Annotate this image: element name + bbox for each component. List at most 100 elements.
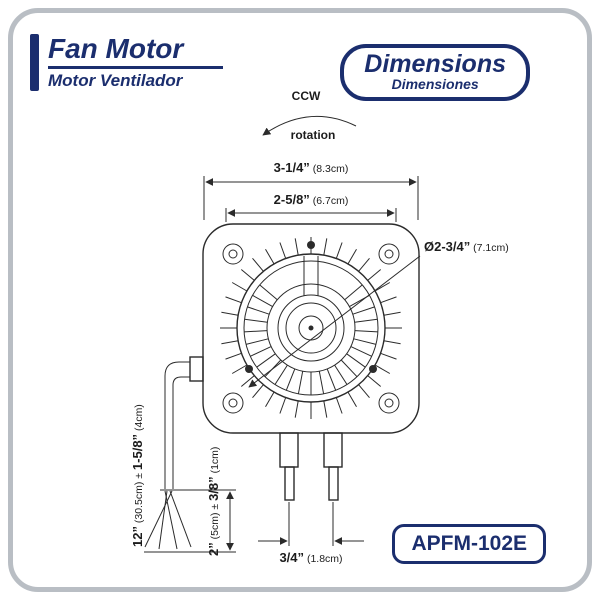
mounting-hole-inner <box>228 398 238 408</box>
lamination-line <box>252 294 273 308</box>
stud-body <box>279 432 299 468</box>
cooling-fin <box>347 391 357 408</box>
stud-body <box>323 432 343 468</box>
lamination-line <box>353 338 377 345</box>
mounting-hole <box>222 392 244 414</box>
cooling-fin <box>358 384 370 399</box>
cooling-fin <box>279 397 287 414</box>
terminal-studs <box>279 432 343 501</box>
dim-value: 3-1/4” <box>274 160 310 175</box>
stud-pin <box>284 466 295 501</box>
wire-lead <box>158 490 168 550</box>
cooling-fin <box>252 257 264 272</box>
cooling-fin <box>231 282 248 292</box>
dim-value: 3/4” <box>279 550 304 565</box>
dim-metric: (5cm) ± <box>209 501 221 542</box>
cooling-fin <box>294 400 299 418</box>
lamination-line <box>244 318 268 323</box>
rotation-arrow-arc <box>262 115 357 136</box>
cooling-fin <box>383 311 401 316</box>
header-divider <box>48 66 223 70</box>
rotation-annotation: CCW rotation <box>262 89 357 142</box>
cooling-fin <box>240 375 255 387</box>
dimensions-badge: Dimensions Dimensiones <box>340 44 530 102</box>
cooling-fin <box>383 340 401 345</box>
stator-inner-circle <box>266 283 356 373</box>
dim-value: 12” <box>130 526 145 547</box>
rotation-word-label: rotation <box>291 128 336 142</box>
dim-metric: (7.1cm) <box>470 242 509 254</box>
header-text: Fan Motor Motor Ventilador <box>48 34 223 91</box>
lamination-line <box>344 284 363 301</box>
cooling-fin <box>380 352 397 360</box>
cooling-fin <box>374 364 391 374</box>
lamination-line <box>274 364 288 385</box>
cooling-fin <box>225 296 242 304</box>
cable-outline <box>172 376 190 489</box>
lamination-line <box>247 306 270 315</box>
hub-circle <box>285 302 337 354</box>
dim-value: 3/8” <box>206 476 221 501</box>
mounting-hole <box>378 243 400 265</box>
dim-strip-length: 2” (5cm) ± 3/8” (1cm) <box>206 447 221 556</box>
lamination-line <box>340 359 358 378</box>
lamination-line <box>297 371 304 394</box>
cooling-fin <box>374 282 391 292</box>
wire-lead <box>164 490 178 550</box>
mounting-hole-inner <box>384 249 394 259</box>
header-accent-bar <box>30 34 39 92</box>
lamination-line <box>354 330 378 333</box>
lamination-line <box>318 371 325 394</box>
cooling-fin <box>225 352 242 360</box>
dim-metric: (6.7cm) <box>310 195 349 207</box>
cooling-fin <box>221 311 239 316</box>
cooling-fin <box>323 400 328 418</box>
mounting-hole <box>222 243 244 265</box>
diameter-leader-line <box>248 255 421 388</box>
cooling-fin <box>294 238 299 256</box>
cooling-fin <box>323 238 328 256</box>
lamination-line <box>285 368 296 391</box>
mounting-hole <box>378 392 400 414</box>
cooling-fin <box>367 375 382 387</box>
dim-overall-width: 3-1/4” (8.3cm) <box>274 160 349 175</box>
header: Fan Motor Motor Ventilador <box>30 34 223 92</box>
lamination-line <box>245 338 269 345</box>
mounting-plate <box>202 223 420 434</box>
dim-metric: (1cm) <box>209 447 221 477</box>
dim-metric: (1.8cm) <box>304 553 343 565</box>
power-cable <box>144 356 204 550</box>
dim-metric: (8.3cm) <box>310 163 349 175</box>
cooling-fin <box>240 269 255 281</box>
cooling-fin <box>265 391 275 408</box>
cable-outline <box>164 361 190 489</box>
cooling-fin <box>252 384 264 399</box>
fin-ring <box>220 237 402 419</box>
corner-mounting-holes <box>222 243 400 414</box>
lamination-fan <box>244 284 378 395</box>
lamination-line <box>256 353 276 368</box>
lamination-line <box>250 346 272 357</box>
cooling-fin <box>347 248 357 265</box>
hub-circle <box>277 294 345 362</box>
dim-value: 2” <box>206 542 221 556</box>
cooling-fin <box>279 242 287 259</box>
hub <box>277 294 345 362</box>
wire-lead <box>144 490 173 548</box>
lamination-line <box>334 364 348 385</box>
cooling-fin <box>335 242 343 259</box>
dim-inner-width: 2-5/8” (6.7cm) <box>274 192 349 207</box>
dim-stud-spacing: 3/4” (1.8cm) <box>279 550 342 565</box>
motor-front-view <box>144 223 420 550</box>
lamination-line <box>326 368 337 391</box>
dim-metric: (30.5cm) ± <box>133 470 145 526</box>
cable-grommet <box>189 356 204 382</box>
cooling-fin <box>358 257 370 272</box>
dim-wire-length: 12” (30.5cm) ± 1-5/8” (4cm) <box>130 404 145 547</box>
cooling-fin <box>231 364 248 374</box>
wire-leads <box>144 490 192 550</box>
cooling-fin <box>367 269 382 281</box>
wire-lead <box>169 490 192 548</box>
